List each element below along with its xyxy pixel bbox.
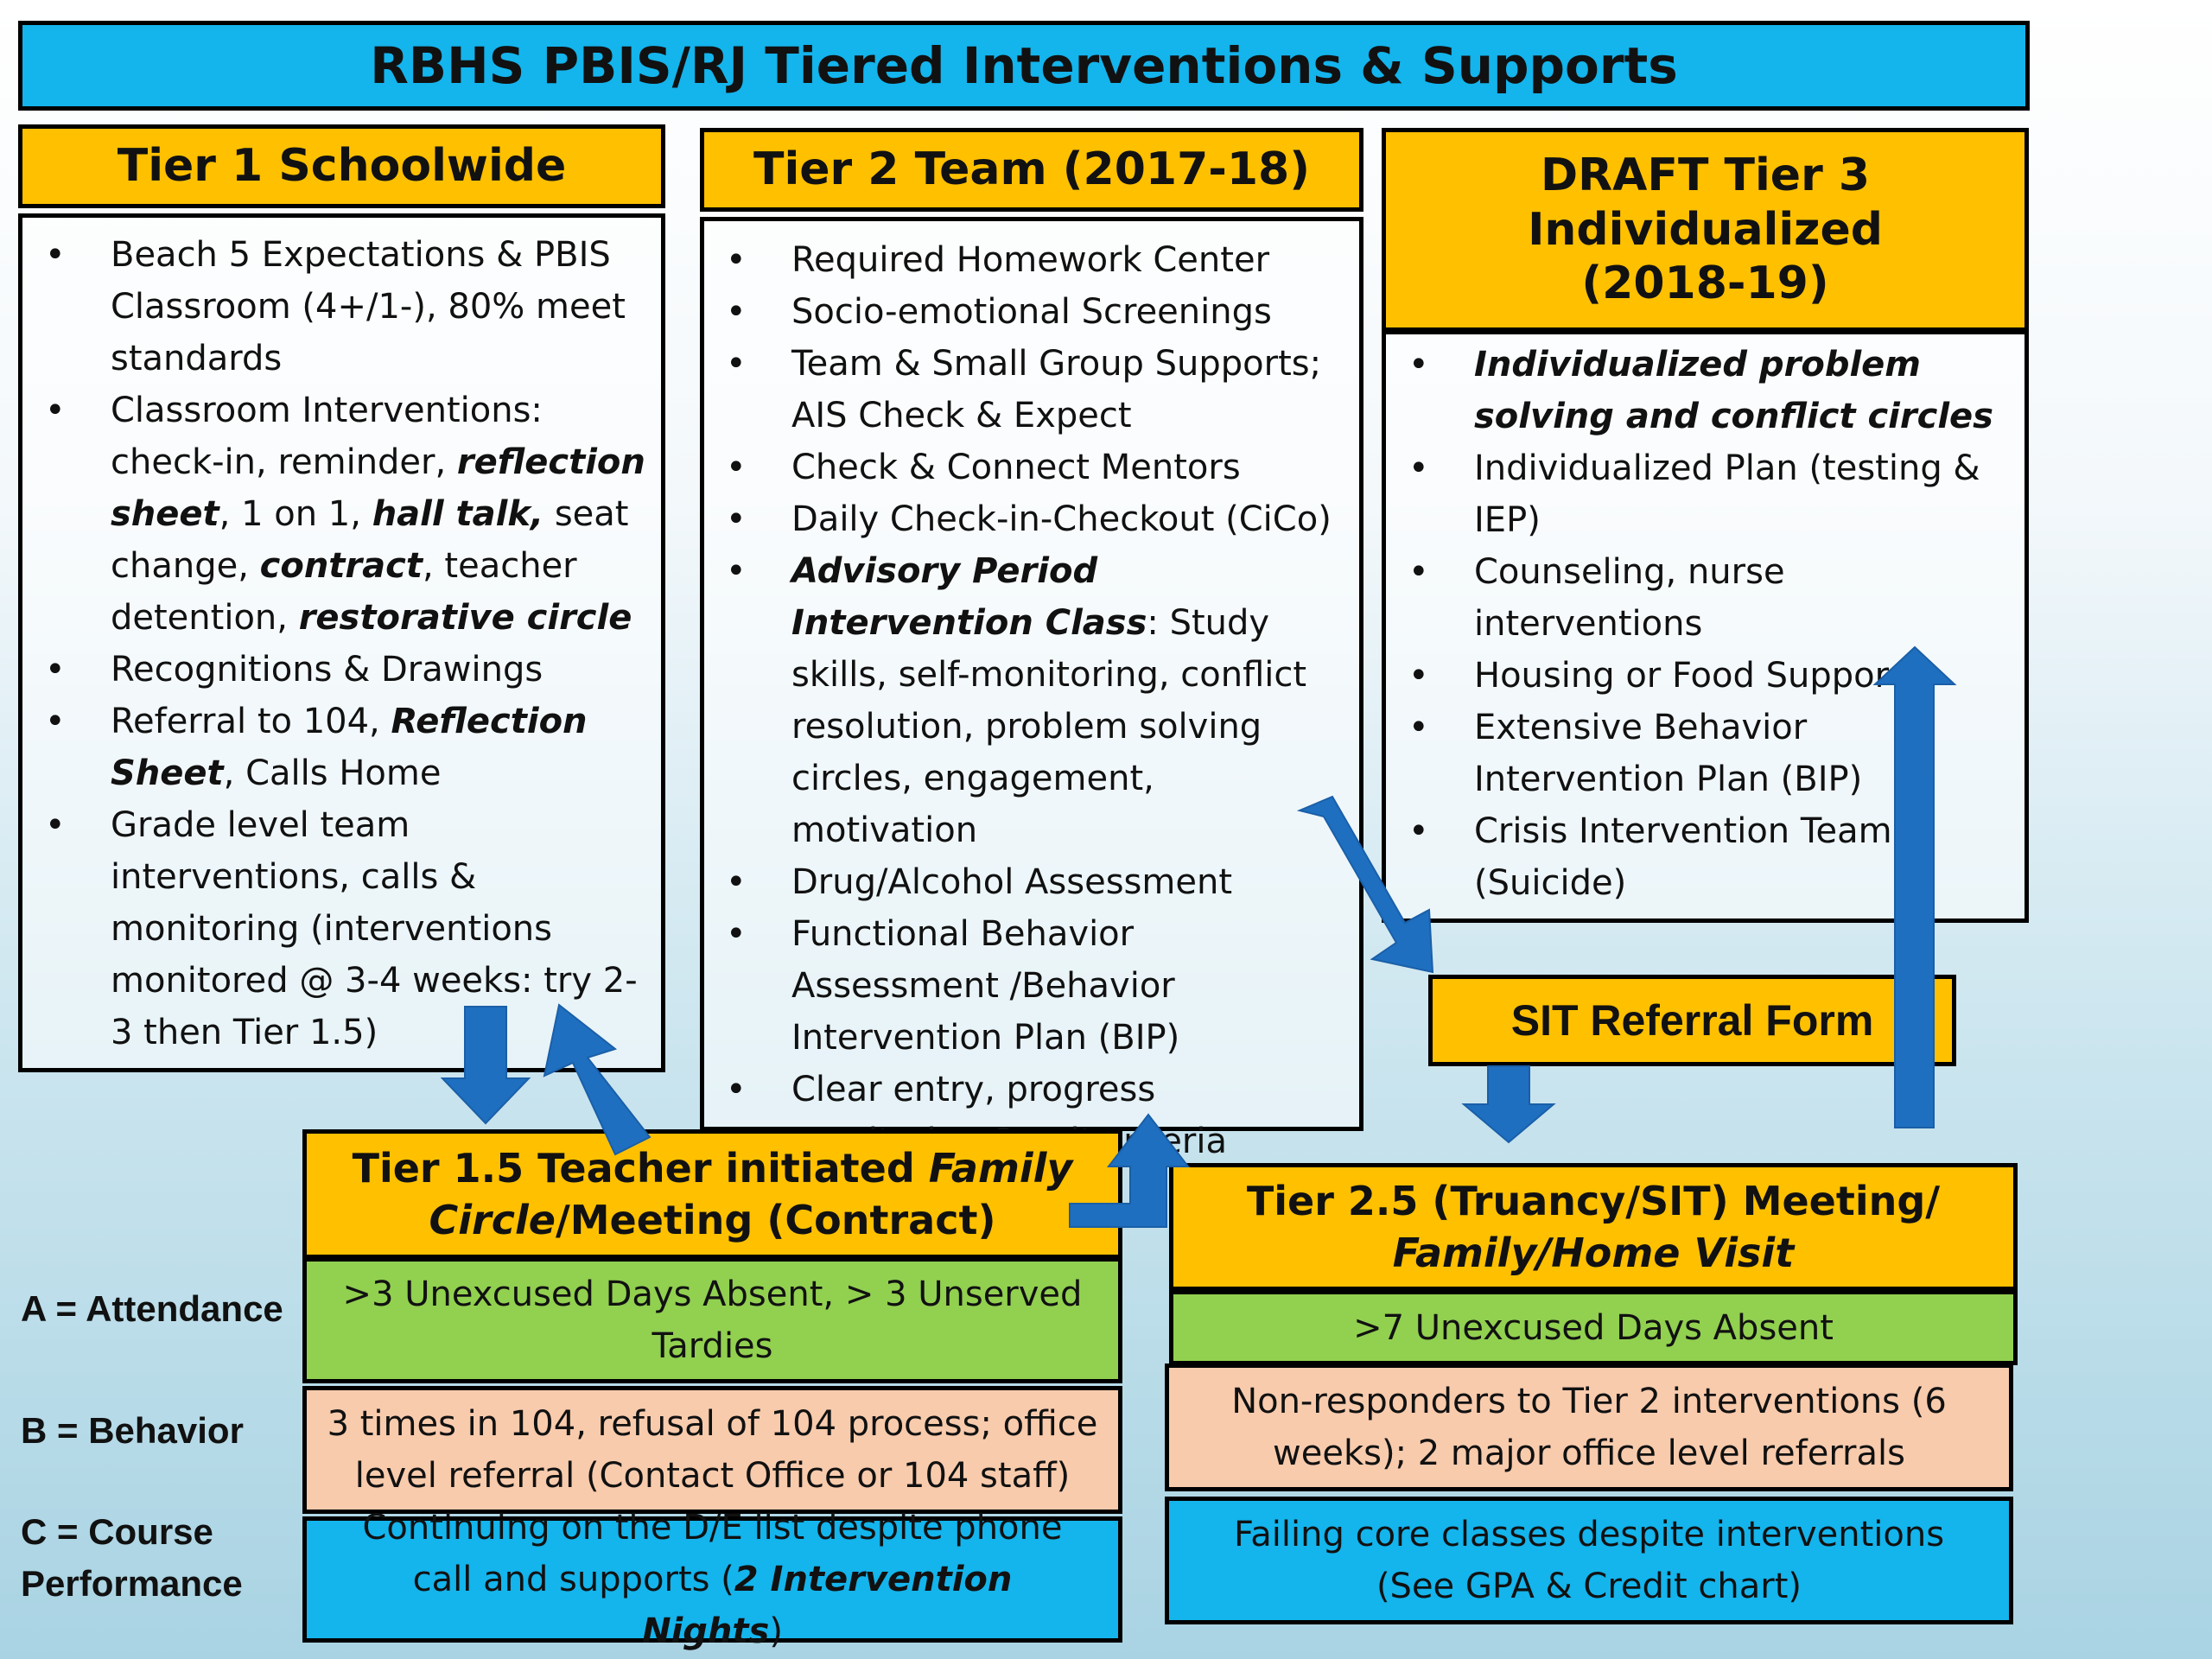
list-item-text: Drug/Alcohol Assessment	[791, 862, 1232, 902]
list-item-text: Reflection Sheet	[111, 702, 588, 793]
tier2-list-item: Team & Small Group Supports; AIS Check &…	[726, 338, 1344, 442]
tier1-list-item: Recognitions & Drawings	[45, 644, 645, 696]
list-item-text: Required Homework Center	[791, 240, 1270, 280]
list-item-text: Grade level team interventions, calls & …	[111, 805, 638, 1052]
tier25-course: Failing core classes despite interventio…	[1165, 1497, 2013, 1624]
list-item-text: reflection sheet	[111, 442, 645, 534]
sit-referral-form: SIT Referral Form	[1428, 975, 1956, 1066]
tier3-list-item: Individualized Plan (testing & IEP)	[1408, 442, 2013, 546]
list-item-text: Functional Behavior Assessment /Behavior…	[791, 914, 1180, 1058]
tier3-list-item: Individualized problem solving and confl…	[1408, 339, 2013, 442]
list-item-text: hall talk,	[372, 494, 544, 534]
tier15-course: Continuing on the D/E list despite phone…	[302, 1508, 1122, 1651]
tier2-list-item: Functional Behavior Assessment /Behavior…	[726, 908, 1344, 1064]
tier3-list-item: Counseling, nurse interventions	[1408, 546, 2013, 650]
list-item-text: Socio-emotional Screenings	[791, 292, 1272, 332]
tier3-list-item: Housing or Food Suppor	[1408, 650, 2013, 702]
arrow-down-small-icon	[1461, 1065, 1556, 1144]
list-item-text: seat change,	[111, 494, 629, 586]
tier1-list: Beach 5 Expectations & PBIS Classroom (4…	[45, 229, 645, 1058]
tier3-list-item: Crisis Intervention Team (Suicide)	[1408, 805, 2013, 909]
tier25-behavior: Non-responders to Tier 2 interventions (…	[1165, 1363, 2013, 1491]
list-item-text: Classroom Interventions: check-in, remin…	[111, 391, 543, 482]
tier2-list-item: Advisory Period Intervention Class: Stud…	[726, 545, 1344, 856]
tier25-header: Tier 2.5 (Truancy/SIT) Meeting/ Family/H…	[1169, 1163, 2018, 1291]
tier1-list-item: Classroom Interventions: check-in, remin…	[45, 385, 645, 644]
tier25-attendance: >7 Unexcused Days Absent	[1169, 1290, 2018, 1365]
list-item-text: Housing or Food Suppor	[1474, 656, 1890, 696]
tier25-header-line2: Family/Home Visit	[1392, 1230, 1795, 1276]
diagram-title: RBHS PBIS/RJ Tiered Interventions & Supp…	[18, 21, 2030, 111]
list-item-text: Check & Connect Mentors	[791, 448, 1241, 487]
list-item-text: Individualized problem solving and confl…	[1474, 345, 1993, 436]
list-item-text: Counseling, nurse interventions	[1474, 552, 1785, 644]
list-item-text: , Calls Home	[223, 753, 442, 793]
tier15-header-italic2: Circle	[429, 1197, 556, 1243]
tier3-header-line3: (2018-19)	[1581, 257, 1829, 310]
tier2-list-item: Daily Check-in-Checkout (CiCo)	[726, 493, 1344, 545]
tier2-list-item: Check & Connect Mentors	[726, 442, 1344, 493]
tier15-header-text: Tier 1.5 Teacher initiated	[352, 1145, 929, 1192]
tier2-list-item: Socio-emotional Screenings	[726, 286, 1344, 338]
tier3-header-line2: Individualized	[1528, 203, 1883, 256]
tier15-behavior: 3 times in 104, refusal of 104 process; …	[302, 1386, 1122, 1514]
tier15-header-italic: Family	[928, 1145, 1073, 1192]
tier15-course-text: Continuing on the D/E list despite phone…	[362, 1508, 1063, 1599]
list-item-text: Advisory Period Intervention Class	[791, 551, 1147, 643]
arrow-elbow-up-icon	[1069, 1113, 1191, 1228]
tier15-attendance: >3 Unexcused Days Absent, > 3 Unserved T…	[302, 1257, 1122, 1383]
list-item-text: contract	[259, 546, 423, 586]
arrow-up-icon	[1872, 645, 1957, 1128]
list-item-text: Daily Check-in-Checkout (CiCo)	[791, 499, 1332, 539]
list-item-text: Beach 5 Expectations & PBIS Classroom (4…	[111, 235, 626, 378]
tier2-header: Tier 2 Team (2017-18)	[700, 128, 1363, 212]
list-item-text: Crisis Intervention Team (Suicide)	[1474, 811, 1892, 903]
tier1-list-item: Beach 5 Expectations & PBIS Classroom (4…	[45, 229, 645, 385]
arrow-down-icon	[440, 1006, 531, 1125]
tier1-list-item: Referral to 104, Reflection Sheet, Calls…	[45, 696, 645, 799]
label-course: C = Course Performance	[21, 1511, 243, 1604]
tier2-list: Required Homework CenterSocio-emotional …	[726, 234, 1344, 1167]
tier15-course-italic: 2 Intervention Nights	[642, 1560, 1013, 1651]
list-item-text: , 1 on 1,	[219, 494, 372, 534]
tier2-list-item: Required Homework Center	[726, 234, 1344, 286]
list-item-text: restorative circle	[298, 598, 632, 638]
tier15-header: Tier 1.5 Teacher initiated Family Circle…	[302, 1129, 1122, 1259]
tier2-list-item: Drug/Alcohol Assessment	[726, 856, 1344, 908]
list-item-text: Individualized Plan (testing & IEP)	[1474, 448, 1980, 540]
arrow-up-left-icon	[543, 1003, 652, 1156]
list-item-text: Referral to 104,	[111, 702, 391, 741]
list-item-text: Team & Small Group Supports; AIS Check &…	[791, 344, 1322, 435]
tier3-list: Individualized problem solving and confl…	[1408, 339, 2013, 909]
tier3-header-line1: DRAFT Tier 3	[1540, 149, 1871, 202]
tier1-list-item: Grade level team interventions, calls & …	[45, 799, 645, 1058]
tier15-course-end: )	[769, 1611, 783, 1651]
tier25-header-line1: Tier 2.5 (Truancy/SIT) Meeting/	[1246, 1178, 1941, 1224]
list-item-text: Extensive Behavior Intervention Plan (BI…	[1474, 708, 1863, 799]
label-attendance: A = Attendance	[21, 1288, 283, 1329]
list-item-text: : Study skills, self-monitoring, conflic…	[791, 603, 1307, 850]
tier1-header: Tier 1 Schoolwide	[18, 124, 665, 208]
tier15-header-text2: /Meeting (Contract)	[555, 1197, 996, 1243]
label-behavior: B = Behavior	[21, 1410, 244, 1451]
list-item-text: , teacher detention,	[111, 546, 577, 638]
tier3-list-item: Extensive Behavior Intervention Plan (BI…	[1408, 702, 2013, 805]
arrow-down-right-icon	[1296, 795, 1434, 974]
list-item-text: Recognitions & Drawings	[111, 650, 543, 690]
tier3-header: DRAFT Tier 3 Individualized (2018-19)	[1382, 128, 2029, 332]
